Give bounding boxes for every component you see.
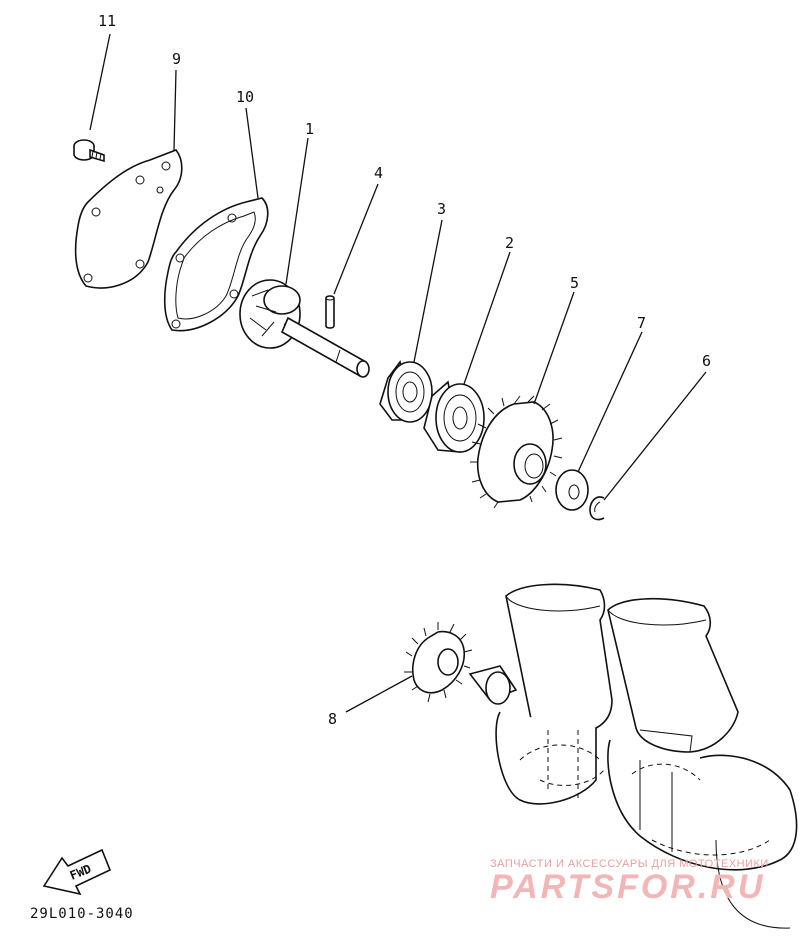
leader-5	[533, 291, 575, 405]
fwd-arrow-icon: FWD	[42, 848, 112, 896]
circlip-part	[589, 496, 605, 521]
washer-part	[555, 469, 589, 511]
dowel-pin-part	[325, 295, 335, 329]
leader-4	[333, 183, 379, 295]
leader-6	[603, 371, 707, 501]
pump-drive-gear-part	[404, 622, 473, 703]
callout-labels: 11 9 10 1 4 3 2 5 7 6 8	[98, 12, 711, 728]
callout-6: 6	[702, 352, 711, 370]
bearing-large-part	[423, 380, 485, 453]
watermark-tagline: ЗАПЧАСТИ И АКСЕССУАРЫ ДЛЯ МОТОТЕХНИКИ	[490, 858, 769, 870]
callout-11: 11	[98, 12, 116, 30]
callout-9: 9	[172, 50, 181, 68]
leader-10	[245, 107, 259, 199]
callout-5: 5	[570, 274, 579, 292]
impeller-shaft-part	[239, 279, 370, 378]
callout-8: 8	[328, 710, 337, 728]
crankshaft-assembly	[468, 583, 798, 929]
callout-1: 1	[305, 120, 314, 138]
leader-9	[173, 69, 177, 151]
callout-4: 4	[374, 164, 383, 182]
callout-3: 3	[437, 200, 446, 218]
pump-cover-part	[74, 149, 183, 289]
callout-10: 10	[236, 88, 254, 106]
leader-7	[577, 331, 643, 473]
callout-7: 7	[637, 314, 646, 332]
gasket-part	[163, 197, 269, 332]
leader-2	[463, 251, 511, 385]
callout-2: 2	[505, 234, 514, 252]
leader-3	[413, 219, 443, 363]
leader-lines	[89, 33, 707, 713]
bearing-small-part	[379, 360, 433, 423]
leader-8	[345, 675, 413, 713]
leader-11	[89, 33, 111, 131]
leader-1	[285, 137, 309, 285]
pump-driven-gear-part	[470, 395, 563, 509]
watermark-brand-logo: PARTSFOR.RU	[490, 868, 766, 906]
drawing-code: 29L010-3040	[30, 906, 134, 922]
bolt-part	[73, 139, 105, 163]
